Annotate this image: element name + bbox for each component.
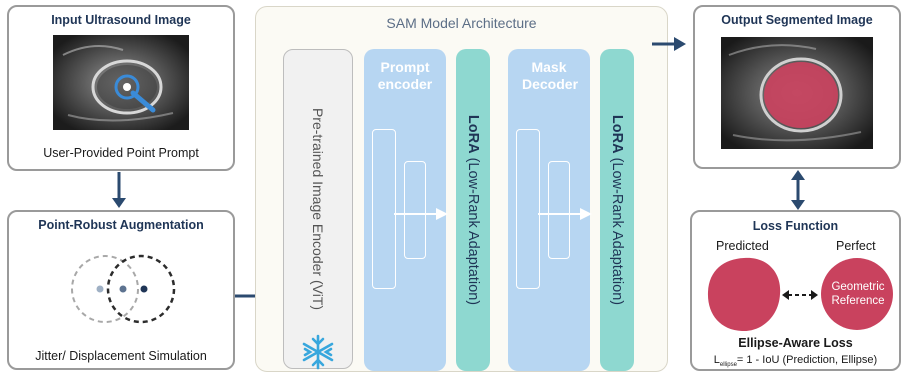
prompt-encoder-block: Prompt encoder [364,49,448,371]
arrow-output-loss-bidirectional [791,170,805,210]
loss-panel-title: Loss Function [752,219,839,233]
output-panel-title: Output Segmented Image [721,13,873,27]
arrow-architecture-to-output [652,37,686,51]
image-encoder-block: Pre-trained Image Encoder (ViT) [283,49,353,370]
architecture-title: SAM Model Architecture [386,15,537,31]
comparison-arrow [782,290,818,300]
arrow-input-to-augment [112,172,126,208]
loss-name: Ellipse-Aware Loss [738,336,853,350]
prompt-encoder-label: Prompt encoder [377,59,433,92]
reference-label: Geometric Reference [831,281,885,307]
lora-label-1: LoRA (Low-Rank Adaptation) [465,114,481,306]
prompt-encoder-flow-arrow [394,208,448,220]
jitter-diagram [71,254,176,324]
snowflake-icon [302,334,334,370]
predicted-shape [707,257,781,332]
output-panel: Output Segmented Image [693,5,901,169]
segmented-image [721,37,873,149]
architecture-panel: SAM Model Architecture Pre-trained Image… [255,6,668,372]
loss-formula: Lellipse= 1 - IoU (Prediction, Ellipse) [713,354,878,369]
prompt-encoder-outer-box [372,129,396,289]
prompt-encoder-inner-box [404,161,426,259]
mask-decoder-block: Mask Decoder [508,49,592,371]
mask-decoder-flow-arrow [538,208,592,220]
input-panel-title: Input Ultrasound Image [51,13,191,27]
mask-decoder-label: Mask Decoder [522,59,579,92]
augment-panel-caption: Jitter/ Displacement Simulation [35,349,207,363]
lora-block-2: LoRA (Low-Rank Adaptation) [600,49,634,371]
perfect-label: Perfect [836,239,876,253]
input-panel-caption: User-Provided Point Prompt [43,146,199,160]
mask-decoder-inner-box [548,161,570,259]
image-encoder-label: Pre-trained Image Encoder (ViT) [310,107,326,311]
ultrasound-image [53,35,189,130]
input-panel: Input Ultrasound Image User-Provided Poi… [7,5,235,171]
lora-block-1: LoRA (Low-Rank Adaptation) [456,49,490,371]
mask-decoder-outer-box [516,129,540,289]
augment-panel-title: Point-Robust Augmentation [38,218,204,232]
reference-ellipse [821,258,893,330]
augment-panel: Point-Robust Augmentation Jitter/ Displa… [7,210,235,370]
predicted-label: Predicted [716,239,769,253]
lora-label-2: LoRA (Low-Rank Adaptation) [609,114,625,306]
loss-panel: Loss Function Predicted Perfect Geometri… [690,210,901,371]
